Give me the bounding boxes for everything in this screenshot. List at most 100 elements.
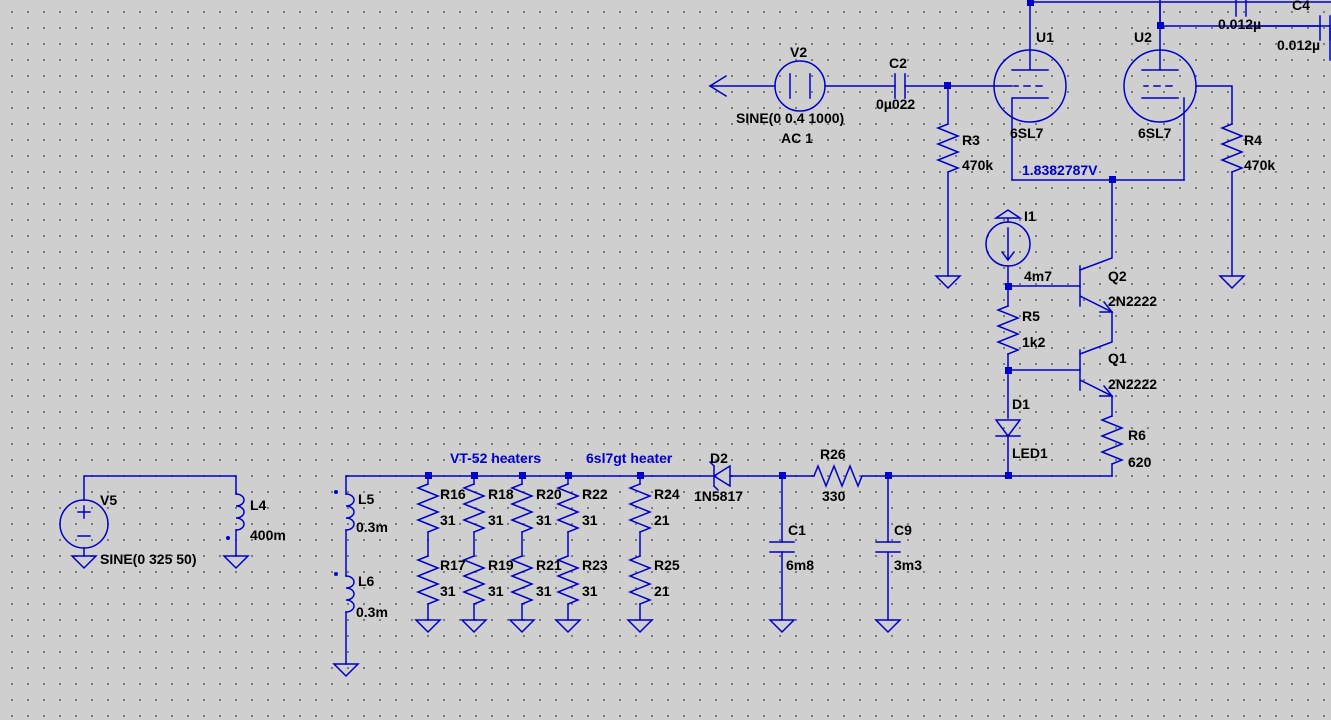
v2-ac-label: AC 1 [781, 130, 813, 146]
wire-v2-ground [708, 74, 776, 98]
u1-ref-label: U1 [1036, 29, 1054, 45]
c4-value-label: 0.012µ [1277, 37, 1320, 53]
junction [637, 472, 644, 479]
r24-value-label: 21 [654, 512, 670, 528]
r21-ref-label: R21 [536, 557, 562, 573]
ground-symbol [71, 555, 97, 569]
i1-current-source[interactable] [985, 209, 1031, 267]
v5-source[interactable] [59, 499, 109, 549]
junction [1027, 0, 1034, 6]
r17-value-label: 31 [440, 583, 456, 599]
c4-capacitor[interactable] [1319, 15, 1331, 41]
l4-value-label: 400m [250, 527, 286, 543]
r17-ref-label: R17 [440, 557, 466, 573]
ground-symbol [415, 619, 441, 633]
u2-value-label: 6SL7 [1138, 125, 1172, 141]
c9-capacitor[interactable] [875, 541, 901, 553]
ground-symbol [333, 663, 359, 677]
wire-r5-q1 [1007, 311, 1113, 419]
voltage-probe-label: 1.8382787V [1022, 162, 1098, 178]
r26-value-label: 330 [822, 488, 846, 504]
r19-resistor[interactable] [463, 555, 485, 605]
l6-ref-label: L6 [358, 573, 375, 589]
sl7-net-label: 6sl7gt heater [586, 450, 673, 466]
ground-symbol [1219, 275, 1245, 289]
d1-ref-label: D1 [1012, 396, 1030, 412]
r18-resistor[interactable] [463, 483, 485, 533]
l6-inductor[interactable] [334, 572, 355, 613]
r25-resistor[interactable] [629, 555, 651, 605]
r21-value-label: 31 [536, 583, 552, 599]
r5-resistor[interactable] [997, 305, 1019, 355]
r25-value-label: 21 [654, 583, 670, 599]
c1-ref-label: C1 [788, 522, 806, 538]
ground-symbol [461, 619, 487, 633]
r26-ref-label: R26 [820, 446, 846, 462]
q2-value-label: 2N2222 [1108, 293, 1157, 309]
l5-value-label: 0.3m [356, 519, 388, 535]
l4-ref-label: L4 [250, 497, 267, 513]
l4-inductor[interactable] [226, 493, 245, 540]
v2-source[interactable] [774, 60, 826, 112]
r22-ref-label: R22 [582, 486, 608, 502]
l5-inductor[interactable] [334, 490, 355, 531]
ground-symbol [935, 275, 961, 289]
r23-ref-label: R23 [582, 557, 608, 573]
l5-ref-label: L5 [358, 491, 375, 507]
i1-ref-label: I1 [1024, 208, 1036, 224]
d1-led[interactable] [994, 419, 1022, 438]
r3-value-label: 470k [962, 157, 993, 173]
q1-ref-label: Q1 [1108, 350, 1127, 366]
d2-value-label: 1N5817 [694, 488, 743, 504]
junction [471, 472, 478, 479]
r16-resistor[interactable] [417, 483, 439, 533]
v5-ref-label: V5 [100, 492, 117, 508]
ground-symbol [769, 619, 795, 633]
v2-ref-label: V2 [790, 44, 807, 60]
r26-resistor[interactable] [813, 463, 863, 489]
u1-tube[interactable] [993, 0, 1067, 181]
junction [519, 472, 526, 479]
v5-value-label: SINE(0 325 50) [100, 551, 197, 567]
r17-resistor[interactable] [417, 555, 439, 605]
junction [1005, 283, 1012, 290]
ground-symbol [875, 619, 901, 633]
c9-ref-label: C9 [894, 522, 912, 538]
junction [944, 82, 951, 89]
u2-ref-label: U2 [1134, 29, 1152, 45]
r20-resistor[interactable] [511, 483, 533, 533]
d2-ref-label: D2 [710, 450, 728, 466]
r24-ref-label: R24 [654, 486, 680, 502]
c4-ref-label: C4 [1292, 0, 1310, 13]
junction [1005, 472, 1012, 479]
r6-resistor[interactable] [1101, 415, 1123, 465]
c3-capacitor[interactable] [1235, 0, 1247, 17]
ground-symbol [509, 619, 535, 633]
c2-capacitor[interactable] [894, 73, 906, 99]
q2-ref-label: Q2 [1108, 268, 1127, 284]
junction [565, 472, 572, 479]
r5-ref-label: R5 [1022, 308, 1040, 324]
r6-value-label: 620 [1128, 454, 1152, 470]
r25-ref-label: R25 [654, 557, 680, 573]
wire-u2-grid-r4 [1195, 85, 1233, 125]
q1-value-label: 2N2222 [1108, 376, 1157, 392]
r19-ref-label: R19 [488, 557, 514, 573]
r24-resistor[interactable] [629, 483, 651, 533]
r3-resistor[interactable] [937, 123, 959, 173]
r23-value-label: 31 [582, 583, 598, 599]
wire-u1-plate-rail [1029, 0, 1331, 3]
l6-value-label: 0.3m [356, 604, 388, 620]
r18-value-label: 31 [488, 512, 504, 528]
r19-value-label: 31 [488, 583, 504, 599]
junction [1157, 22, 1164, 29]
c1-capacitor[interactable] [769, 541, 795, 553]
r21-resistor[interactable] [511, 555, 533, 605]
r20-value-label: 31 [536, 512, 552, 528]
r4-resistor[interactable] [1221, 123, 1243, 173]
wire-v5-l4 [83, 475, 237, 557]
r16-value-label: 31 [440, 512, 456, 528]
i1-value-label: 4m7 [1024, 268, 1052, 284]
junction [425, 472, 432, 479]
